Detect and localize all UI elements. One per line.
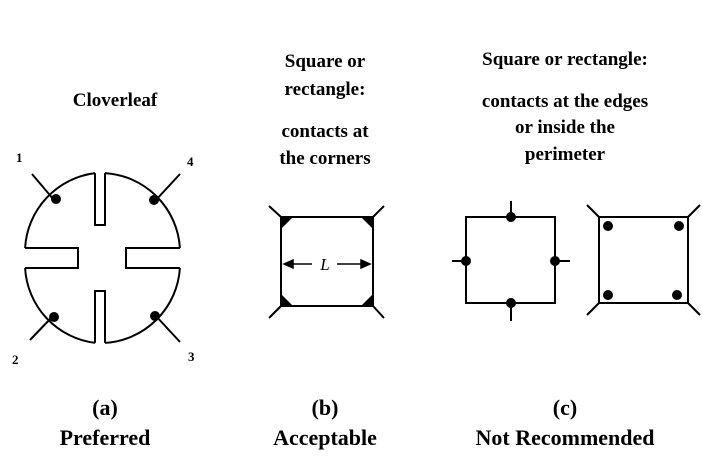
corner-lead-bottom-right [372, 305, 385, 319]
square-outline [280, 216, 374, 307]
contact-dot-3 [150, 311, 160, 321]
contact-dot-2 [49, 312, 59, 322]
square-subtitle-line2: the corners [279, 148, 371, 169]
square-corner-contacts-sample [268, 205, 385, 319]
caption-acceptable: Acceptable [273, 425, 377, 450]
contact-label-2: 2 [12, 352, 19, 367]
caption-not-recommended: Not Recommended [475, 425, 655, 450]
cloverleaf-outline [24, 172, 181, 344]
inside-lead-bottom-right [687, 302, 701, 316]
corner-lead-bottom-left [268, 305, 282, 319]
corner-contact-top-left [281, 217, 293, 229]
contact-label-1: 1 [16, 150, 23, 165]
inside-square-outline [598, 216, 689, 304]
cloverleaf-title: Cloverleaf [72, 90, 158, 111]
cloverleaf-slot-right [125, 247, 180, 269]
cloverleaf-slot-top [94, 173, 106, 226]
contact-lead-2 [29, 315, 54, 341]
contact-lead-4 [154, 173, 181, 202]
inside-contact-bottom-right [672, 290, 682, 300]
corner-lead-top-left [268, 205, 282, 218]
not-recommended-subtitle-line1: contacts at the edges [481, 91, 649, 112]
arrowhead-right [360, 258, 372, 270]
arrowhead-left [282, 258, 294, 270]
square-inside-contacts-sample [586, 204, 701, 316]
edge-contact-bottom [506, 298, 516, 308]
square-title-line2: rectangle: [284, 79, 366, 100]
cloverleaf-slot-left [25, 247, 79, 269]
cloverleaf-sample [24, 172, 181, 344]
cloverleaf-slot-bottom [94, 290, 106, 343]
caption-letter-c: (c) [552, 395, 578, 420]
edge-square-outline [465, 216, 556, 304]
contact-dot-4 [149, 195, 159, 205]
inside-contact-top-left [603, 221, 613, 231]
not-recommended-title: Square or rectangle: [482, 49, 648, 70]
contact-dot-1 [51, 194, 61, 204]
inside-contact-top-right [674, 221, 684, 231]
edge-contact-top [506, 212, 516, 222]
not-recommended-subtitle-line3: perimeter [524, 144, 606, 165]
corner-contact-bottom-left [281, 294, 293, 306]
dimension-label: L [319, 255, 329, 274]
contact-label-3: 3 [188, 349, 195, 364]
corner-contact-bottom-right [361, 294, 373, 306]
contact-lead-3 [154, 314, 181, 343]
caption-letter-b: (b) [311, 395, 339, 420]
not-recommended-subtitle-line2: or inside the [515, 117, 615, 138]
corner-contact-top-right [361, 217, 373, 229]
edge-contact-right [550, 256, 560, 266]
caption-letter-a: (a) [92, 395, 118, 420]
contact-label-4: 4 [187, 154, 194, 169]
inside-lead-top-right [687, 204, 701, 218]
contact-lead-1 [31, 173, 55, 201]
inside-contact-bottom-left [603, 290, 613, 300]
dimension-arrow [282, 258, 372, 270]
inside-lead-bottom-left [586, 302, 600, 316]
inside-lead-top-left [586, 204, 600, 218]
corner-lead-top-right [372, 205, 385, 218]
edge-contact-left [461, 256, 471, 266]
caption-preferred: Preferred [59, 425, 151, 450]
square-title-line1: Square or [284, 51, 366, 72]
square-subtitle-line1: contacts at [281, 121, 369, 142]
